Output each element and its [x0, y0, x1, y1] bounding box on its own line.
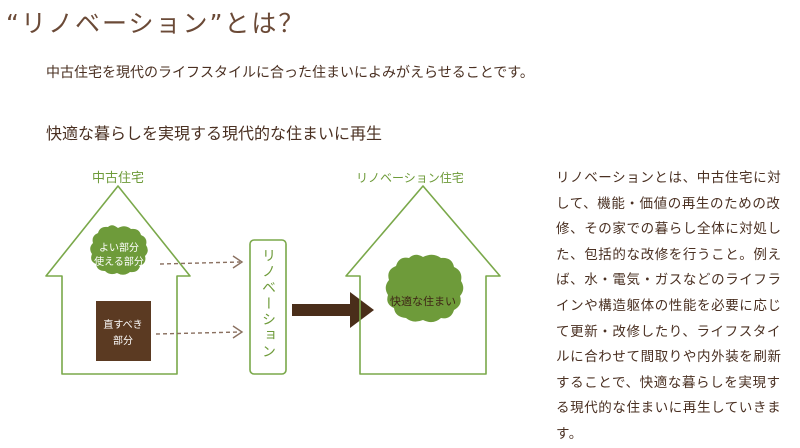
dashed-arrow-lower	[155, 331, 241, 335]
right-house-outline	[345, 185, 501, 375]
left-house-outline	[45, 185, 191, 375]
result-blob	[385, 254, 464, 323]
result-label: 快適な住まい	[390, 294, 456, 308]
process-label: リノベーション	[260, 248, 276, 360]
fix-parts-line1: 直すべき	[103, 318, 142, 331]
subheading: 快適な暮らしを実現する現代的な住まいに再生	[46, 124, 383, 143]
page-title: “リノベーション”とは？	[6, 9, 306, 38]
process-box	[249, 239, 287, 375]
good-parts-line2: 使える部分	[94, 255, 144, 268]
fix-parts-line2: 部分	[113, 334, 133, 347]
good-parts-blob	[90, 225, 148, 275]
dashed-arrowhead-upper	[232, 255, 244, 269]
good-parts-line1: よい部分	[99, 241, 139, 254]
description-text: リノベーションとは、中古住宅に対して、機能・価値の再生のための改修、その家での暮…	[556, 170, 782, 442]
dashed-arrowhead-lower	[232, 325, 244, 339]
right-house-label: リノベーション住宅	[356, 170, 464, 185]
left-house-label: 中古住宅	[92, 171, 144, 186]
dashed-arrow-upper	[159, 261, 241, 265]
lead-sentence: 中古住宅を現代のライフスタイルに合った住まいによみがえらせることです。	[46, 65, 534, 81]
renovation-arrow	[292, 292, 374, 328]
fix-parts-box	[96, 301, 151, 361]
renovation-diagram: 中古住宅 よい部分 使える部分 直すべき 部分 リノベーション リノベーション住…	[45, 170, 501, 375]
